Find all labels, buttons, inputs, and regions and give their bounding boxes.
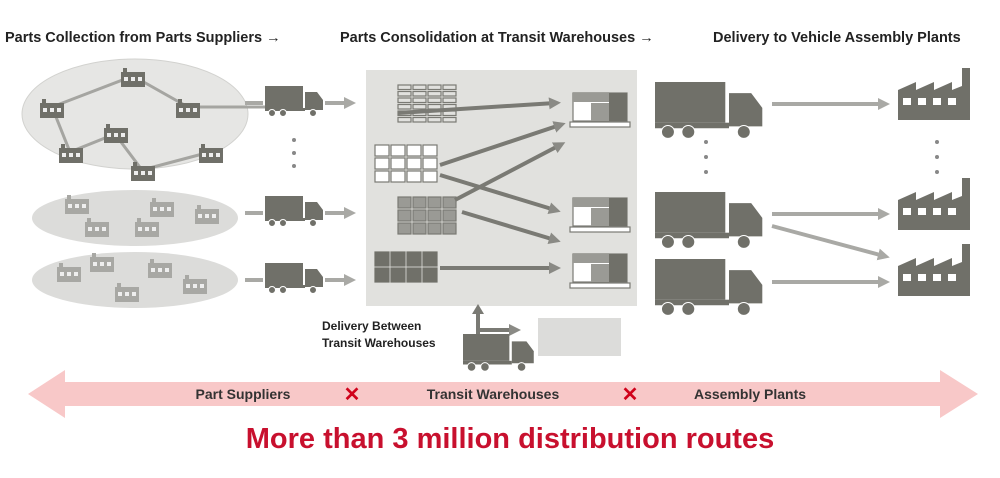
supplier-factory-icon: [59, 144, 83, 163]
supplier-factory-icon: [65, 195, 89, 214]
delivery-truck-icon: [655, 192, 763, 249]
consolidation-arrow: [454, 142, 566, 202]
delivery-truck-icon: [655, 82, 763, 139]
supplier-factory-icon: [104, 124, 128, 143]
supplier-factory-icon: [57, 263, 81, 282]
parts-rack-gray: [397, 196, 457, 235]
supplier-factory-icon: [135, 218, 159, 237]
delivery-arrows: [771, 98, 890, 288]
supplier-factory-icon: [131, 162, 155, 181]
collection-truck-icon: [265, 86, 323, 117]
header-parts-consolidation: Parts Consolidation at Transit Warehouse…: [340, 30, 654, 46]
supplier-factory-icon: [115, 283, 139, 302]
arrow-up-icon: [472, 304, 484, 314]
parts-rack-dark: [374, 251, 438, 283]
consolidation-arrow: [439, 121, 566, 167]
band-transit-warehouses: Transit Warehouses: [427, 386, 560, 402]
supplier-factory-icon: [40, 99, 64, 118]
supplier-factory-icon: [90, 253, 114, 272]
transit-arrow-icon: [476, 312, 515, 335]
header-parts-collection: Parts Collection from Parts Suppliers →: [5, 30, 281, 46]
consolidation-arrow: [461, 210, 561, 245]
consolidated-load-icon: [569, 92, 631, 128]
parts-rack-white: [374, 144, 438, 183]
combination-band-arrow: [28, 370, 978, 418]
supplier-factory-icon: [121, 68, 145, 87]
transit-truck-icon: [463, 334, 534, 372]
assembly-plants: [898, 68, 970, 296]
supplier-factory-icon: [85, 218, 109, 237]
transit-truck-icon: [463, 334, 534, 372]
assembly-plant-icon: [898, 68, 970, 120]
transit-label-line2: Transit Warehouses: [322, 336, 436, 350]
supplier-factories: [40, 68, 223, 302]
other-warehouse: [538, 318, 621, 356]
supplier-factory-icon: [195, 205, 219, 224]
warehouse-contents: [374, 84, 631, 289]
times-icon: ✕: [622, 384, 639, 406]
header-delivery-plants: Delivery to Vehicle Assembly Plants: [713, 30, 961, 46]
band-part-suppliers: Part Suppliers: [196, 386, 291, 402]
assembly-plant-icon: [898, 178, 970, 230]
supplier-factory-icon: [148, 259, 172, 278]
consolidation-arrow: [439, 173, 561, 214]
band-assembly-plants: Assembly Plants: [694, 386, 806, 402]
supplier-factory-icon: [150, 198, 174, 217]
times-icon: ✕: [344, 384, 361, 406]
supplier-factory-icon: [183, 275, 207, 294]
assembly-plant-icon: [898, 244, 970, 296]
transit-label-line1: Delivery Between: [322, 319, 421, 333]
headline: More than 3 million distribution routes: [246, 423, 774, 455]
collection-truck-icon: [265, 196, 323, 227]
supplier-factory-icon: [176, 99, 200, 118]
consolidated-load-icon: [569, 253, 631, 289]
parts-rack-striped: [397, 84, 457, 123]
supplier-factory-icon: [199, 144, 223, 163]
consolidated-load-icon: [569, 197, 631, 233]
delivery-trucks: [655, 82, 763, 316]
collection-truck-icon: [265, 263, 323, 294]
delivery-truck-icon: [655, 259, 763, 316]
collection-trucks: [245, 86, 356, 294]
consolidation-arrow: [397, 97, 561, 115]
